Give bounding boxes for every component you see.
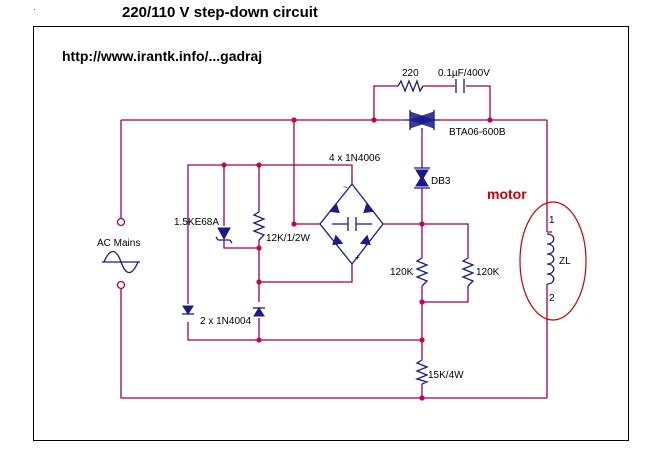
label-zl: ZL xyxy=(559,256,571,267)
source-url: http://www.irantk.info/...gadraj xyxy=(62,48,263,64)
svg-text:+: + xyxy=(355,253,360,262)
diagram-title: 220/110 V step-down circuit xyxy=(122,4,318,21)
label-pin1: 1 xyxy=(549,215,555,226)
label-motor: motor xyxy=(487,186,527,202)
label-r-15k: 15K/4W xyxy=(428,370,464,381)
svg-text:~: ~ xyxy=(343,183,348,192)
diode-1n4004-right xyxy=(253,307,265,317)
snubber-capacitor xyxy=(455,79,465,93)
diac xyxy=(414,167,430,189)
label-r-12k: 12K/1/2W xyxy=(266,233,310,244)
label-ac-mains: AC Mains xyxy=(97,238,140,249)
label-bridge: 4 x 1N4006 xyxy=(329,153,381,164)
wires xyxy=(120,85,548,399)
snubber-resistor xyxy=(397,79,424,93)
resistor-15k xyxy=(415,359,429,385)
resistor-120k-a xyxy=(415,257,429,287)
label-pin2: 2 xyxy=(549,293,555,304)
diode-1n4004-left xyxy=(182,305,194,315)
resistor-12k xyxy=(252,211,266,241)
label-diodes: 2 x 1N4004 xyxy=(200,316,252,327)
label-c-snubber: 0.1µF/400V xyxy=(438,68,490,79)
diagram-frame xyxy=(33,26,629,441)
diode-bridge: + ~ xyxy=(319,182,384,266)
corner-dot xyxy=(34,9,35,10)
label-tvs: 1.5KE68A xyxy=(174,217,219,228)
tvs-diode xyxy=(215,227,233,244)
motor-winding xyxy=(519,201,587,321)
resistor-120k-b xyxy=(461,257,475,287)
label-r-snubber: 220 xyxy=(402,68,419,79)
label-triac: BTA06-600B xyxy=(449,127,506,138)
label-r-120k-b: 120K xyxy=(476,267,500,278)
label-diac: DB3 xyxy=(431,176,451,187)
motor-highlight-ellipse xyxy=(519,201,587,321)
ac-mains-source xyxy=(102,217,140,290)
triac xyxy=(404,110,440,130)
label-r-120k-a: 120K xyxy=(390,267,414,278)
